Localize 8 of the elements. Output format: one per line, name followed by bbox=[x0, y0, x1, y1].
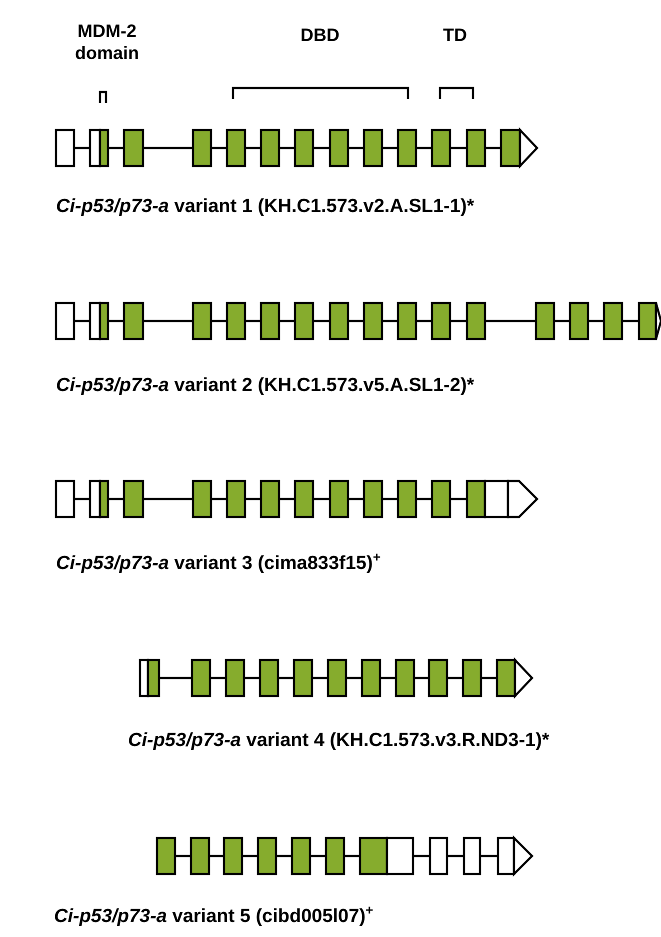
domain-label: MDM-2 domain bbox=[74, 20, 140, 64]
variant-caption: Ci-p53/p73-a variant 3 (cima833f15)$^{+}$ bbox=[56, 553, 381, 575]
variant-caption: Ci-p53/p73-a variant 4 (KH.C1.573.v3.R.ND3-1)* bbox=[128, 730, 550, 752]
variant-caption: Ci-p53/p73-a variant 5 (cibd005l07)$^{+}$ bbox=[54, 906, 374, 928]
domain-label: DBD bbox=[300, 24, 340, 46]
domain-label: TD bbox=[442, 24, 468, 46]
variant-caption: Ci-p53/p73-a variant 1 (KH.C1.573.v2.A.SL1-1)* bbox=[56, 196, 474, 218]
variant-caption: Ci-p53/p73-a variant 2 (KH.C1.573.v5.A.SL1-2)* bbox=[56, 375, 474, 397]
